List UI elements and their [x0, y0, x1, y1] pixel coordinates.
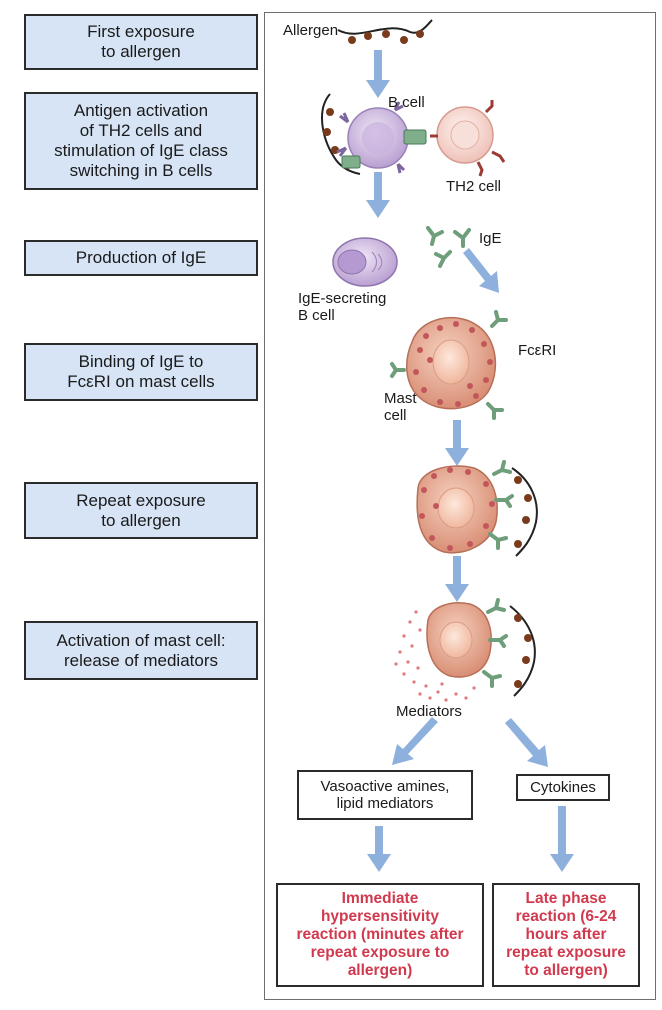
label-mast-cell: Mast cell: [384, 390, 417, 424]
flow-arrows: [366, 50, 574, 872]
arrow-repeat-to-activation: [445, 556, 469, 602]
arrow-ige-to-mast: [463, 248, 499, 293]
step-first-exposure: First exposure to allergen: [24, 14, 258, 70]
mast-cell-3: [394, 598, 536, 702]
ige-molecules: [426, 226, 471, 268]
arrow-to-late: [550, 806, 574, 872]
th2-cell: [430, 100, 506, 177]
label-th2-cell: TH2 cell: [446, 178, 502, 195]
b-cell: [321, 93, 427, 175]
label-ige-secreting-b-cell: IgE-secreting B cell: [298, 290, 387, 324]
arrow-to-vasoactive: [392, 717, 438, 765]
box-vasoactive-amines: Vasoactive amines, lipid mediators: [297, 770, 473, 820]
step-antigen-activation: Antigen activation of TH2 cells and stim…: [24, 92, 258, 190]
step-repeat-exposure: Repeat exposure to allergen: [24, 482, 258, 539]
label-b-cell: B cell: [388, 94, 425, 111]
arrow-to-immediate: [367, 826, 391, 872]
step-production-ige: Production of IgE: [24, 240, 258, 276]
label-allergen: Allergen: [283, 22, 339, 39]
plasma-cell: [332, 237, 398, 287]
box-cytokines: Cytokines: [516, 774, 610, 801]
mast-cell-1: [390, 310, 508, 420]
mediator-granules: [394, 610, 476, 702]
label-ige: IgE: [479, 230, 502, 247]
allergen-chain-top: [337, 19, 433, 44]
outcome-immediate: Immediate hypersensitivity reaction (min…: [276, 883, 484, 987]
mast-cell-2: [416, 460, 538, 557]
label-fceri: FcεRI: [518, 342, 557, 359]
step-activation-mast-cell: Activation of mast cell: release of medi…: [24, 621, 258, 680]
arrow-to-cytokines: [505, 718, 548, 767]
arrow-bcell-to-plasma: [366, 172, 390, 218]
step-binding-ige: Binding of IgE to FcεRI on mast cells: [24, 343, 258, 401]
arrow-mast-to-repeat: [445, 420, 469, 466]
arrow-allergen-to-bcell: [366, 50, 390, 98]
label-mediators: Mediators: [396, 703, 462, 720]
outcome-late-phase: Late phase reaction (6-24 hours after re…: [492, 883, 640, 987]
